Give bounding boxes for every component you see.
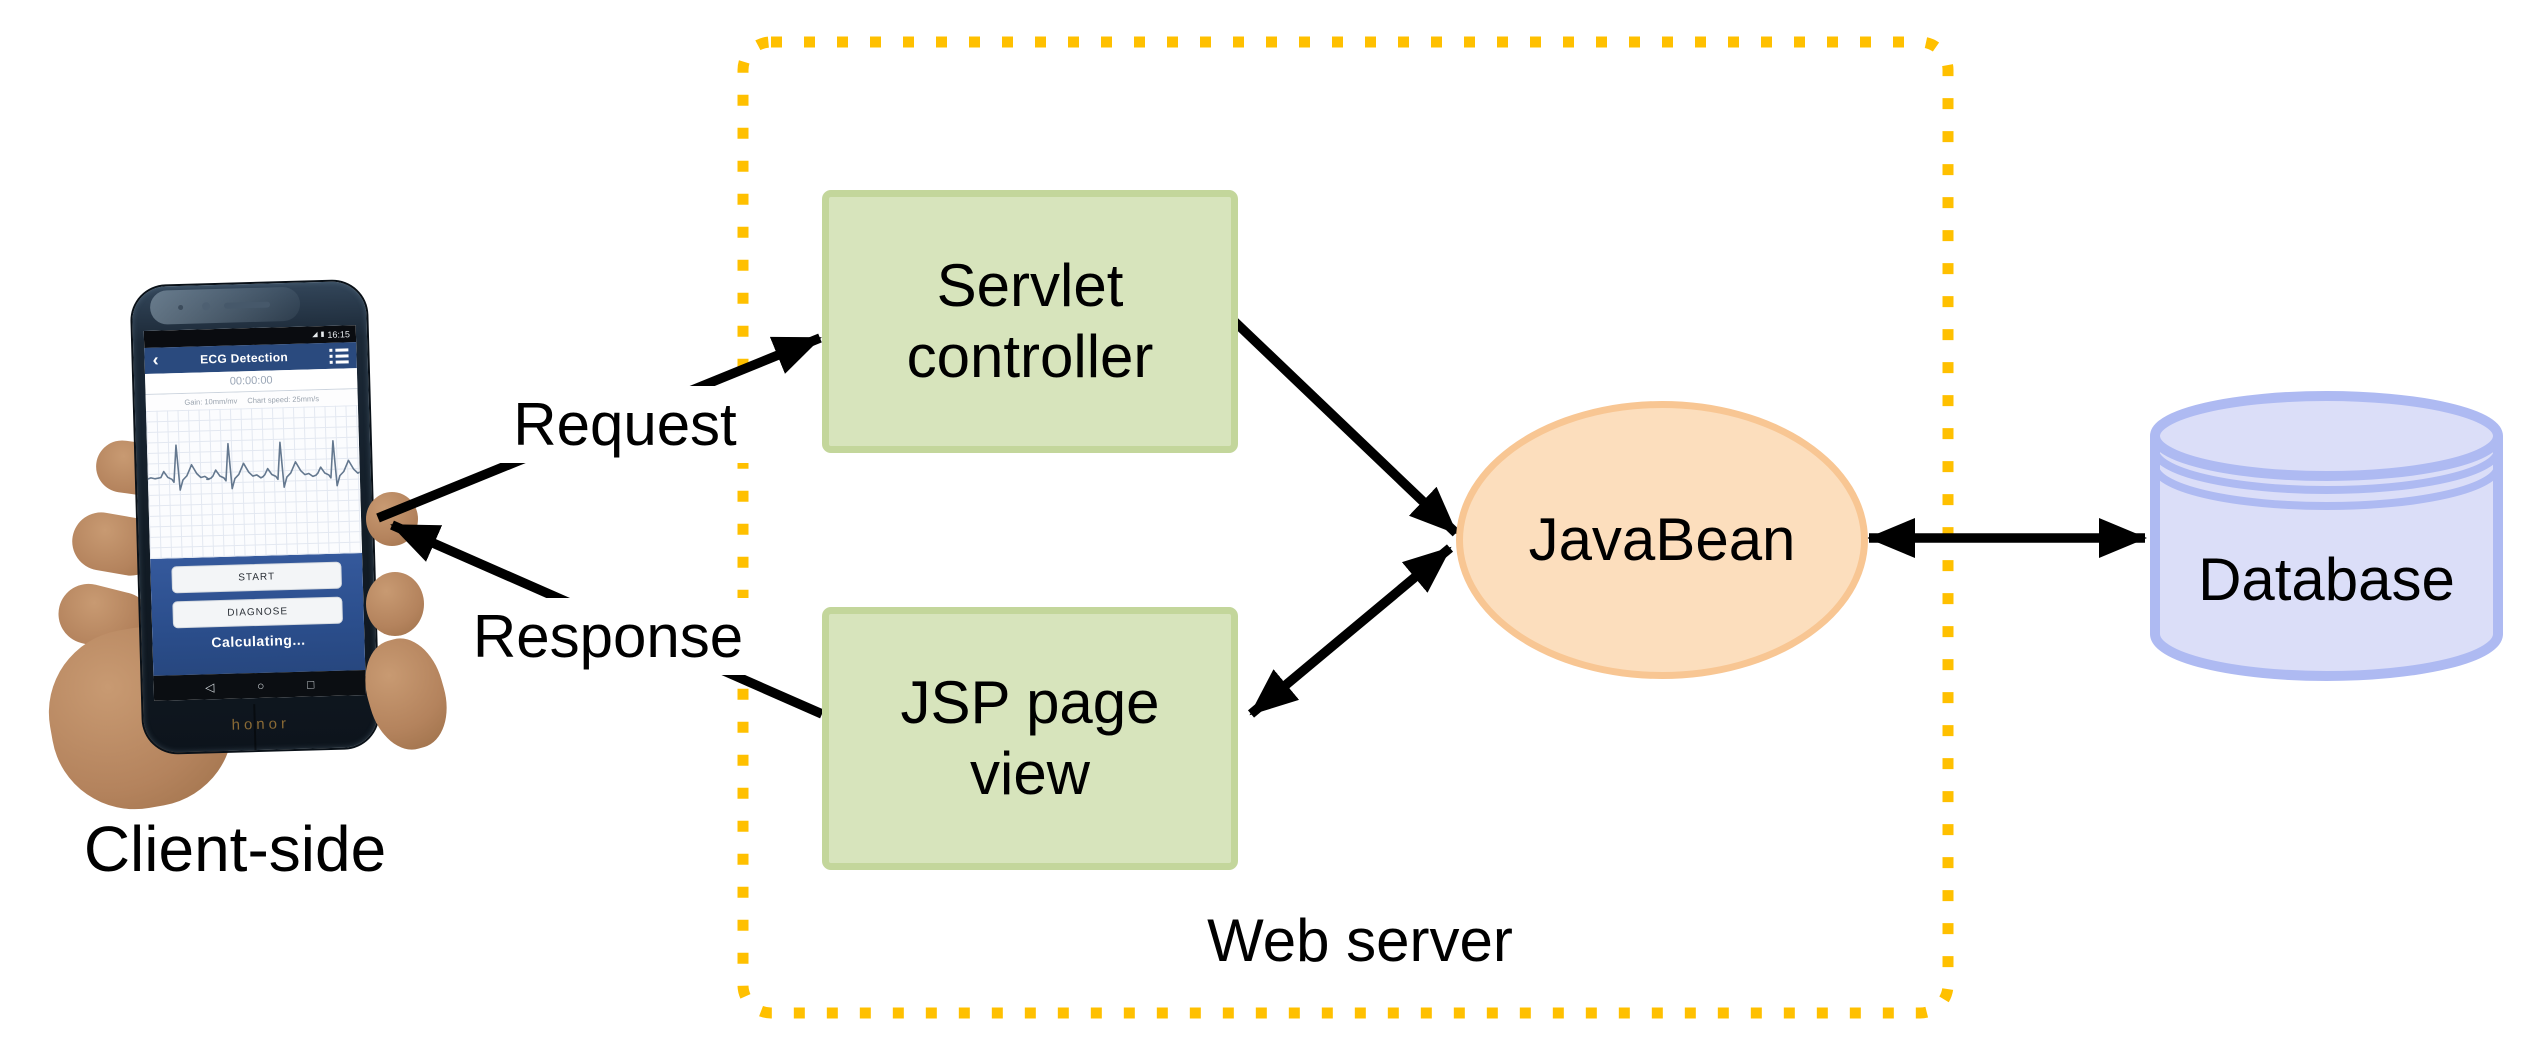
servlet-controller-node: Servlet controller [822,190,1238,453]
database-cylinder-icon [2150,391,2503,681]
ecg-trace [147,439,361,491]
javabean-label: JavaBean [1528,505,1796,573]
database-label: Database [2198,546,2455,613]
request-label: Request [495,386,755,463]
client-side-label: Client-side [83,813,387,885]
servlet-to-javabean-arrow [1229,316,1460,537]
web-server-label: Web server [1207,907,1513,974]
jsp-page-view-node: JSP page view [822,607,1238,870]
phone-screen: ◢ ▮ 16:15 ‹ ECG Detection 00:00:00 Gain:… [143,325,367,701]
jsp-label-line2: view [969,739,1091,807]
javabean-node: JavaBean [1456,401,1868,679]
jsp-label-line1: JSP page [900,668,1160,736]
phone: ◢ ▮ 16:15 ‹ ECG Detection 00:00:00 Gain:… [131,280,379,754]
database-node: Database [2148,390,2505,682]
servlet-label-line2: controller [906,322,1154,390]
servlet-label-line1: Servlet [936,251,1124,319]
hand-fingertip [366,572,424,636]
javabean-jsp-arrow [1247,544,1454,718]
ecg-chart [145,405,363,559]
response-label: Response [458,598,758,675]
